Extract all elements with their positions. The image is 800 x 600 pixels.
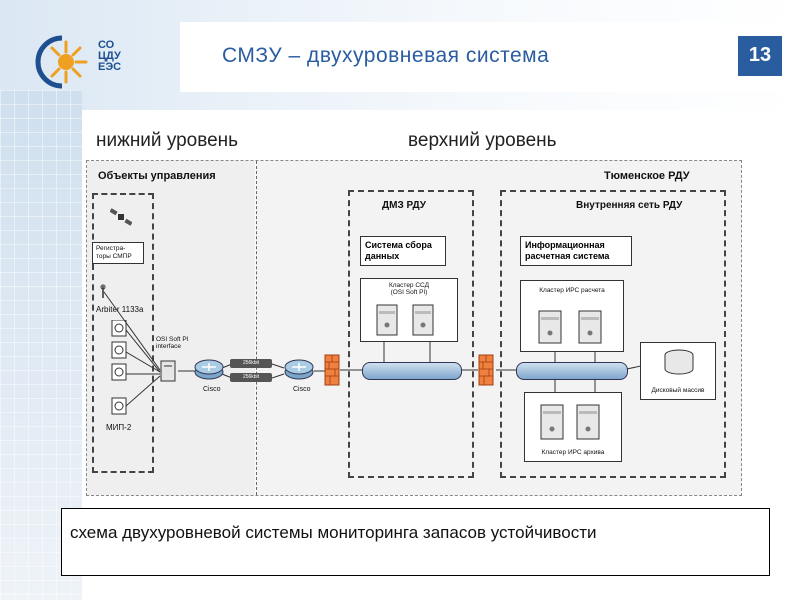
disk-array-icon: [663, 349, 695, 382]
caption-box: схема двухуровневой системы мониторинга …: [61, 508, 770, 576]
router-right-icon: [284, 358, 314, 385]
company-logo: СО ЦДУ ЕЭС: [32, 30, 152, 90]
arbiter-label: Arbiter 1133a: [96, 305, 144, 314]
disk-array-label: Дисковый массив: [651, 387, 705, 394]
registrars-box: Регистра- торы СМПР: [92, 242, 144, 264]
osi-interface-label: OSI Soft PI interface: [156, 336, 189, 350]
internal-network-area: [500, 190, 726, 478]
irs-archive-cluster-box: Кластер ИРС архива: [524, 392, 622, 462]
rdu-title: Тюменское РДУ: [604, 170, 690, 182]
satellite-icon: [109, 208, 133, 231]
disk-array-box: Дисковый массив: [640, 342, 716, 400]
dmz-area: [348, 190, 474, 478]
objects-subarea: [92, 193, 154, 473]
rdu-area-bg: [257, 161, 741, 495]
logo-text: СО ЦДУ ЕЭС: [98, 39, 122, 73]
internal-network-title: Внутренняя сеть РДУ: [576, 200, 683, 211]
router-left-icon: [194, 358, 224, 385]
internal-bus: [516, 362, 628, 380]
upper-level-label: верхний уровень: [408, 130, 557, 151]
ssd-cluster-box: Кластер ССД (OSI Soft PI): [360, 278, 458, 342]
cisco-right-label: Cisco: [293, 386, 311, 393]
caption-text: схема двухуровневой системы мониторинга …: [70, 523, 597, 542]
ssd-cluster-label: Кластер ССД (OSI Soft PI): [388, 282, 430, 296]
link-2: 256kbit: [230, 373, 272, 382]
dmz-bus: [362, 362, 462, 380]
title-bar: [180, 22, 780, 92]
cisco-left-label: Cisco: [203, 386, 221, 393]
irs-calc-cluster-box: Кластер ИРС расчета: [520, 280, 624, 352]
page-number: 13: [738, 36, 782, 76]
dmz-title: ДМЗ РДУ: [382, 200, 427, 211]
interface-device-icon: [160, 360, 178, 387]
level-divider: [256, 161, 257, 495]
collect-system-box: Система сбора данных: [360, 236, 446, 266]
irs-system-box: Информационная расчетная система: [520, 236, 632, 266]
objects-title: Объекты управления: [98, 170, 216, 182]
firewall-right-icon: [478, 354, 496, 391]
mip-label: МИП-2: [106, 423, 132, 432]
irs-archive-servers-icon: [537, 397, 613, 448]
link-1: 256kbit: [230, 359, 272, 368]
lower-level-label: нижний уровень: [96, 130, 239, 151]
irs-calc-cluster-label: Кластер ИРС расчета: [539, 287, 605, 294]
slide-title: СМЗУ – двухуровневая система: [222, 44, 550, 67]
firewall-left-icon: [324, 354, 342, 391]
irs-calc-servers-icon: [535, 303, 611, 352]
ssd-servers-icon: [375, 299, 445, 344]
irs-archive-cluster-label: Кластер ИРС архива: [541, 449, 605, 456]
antenna-icon: [98, 284, 108, 303]
